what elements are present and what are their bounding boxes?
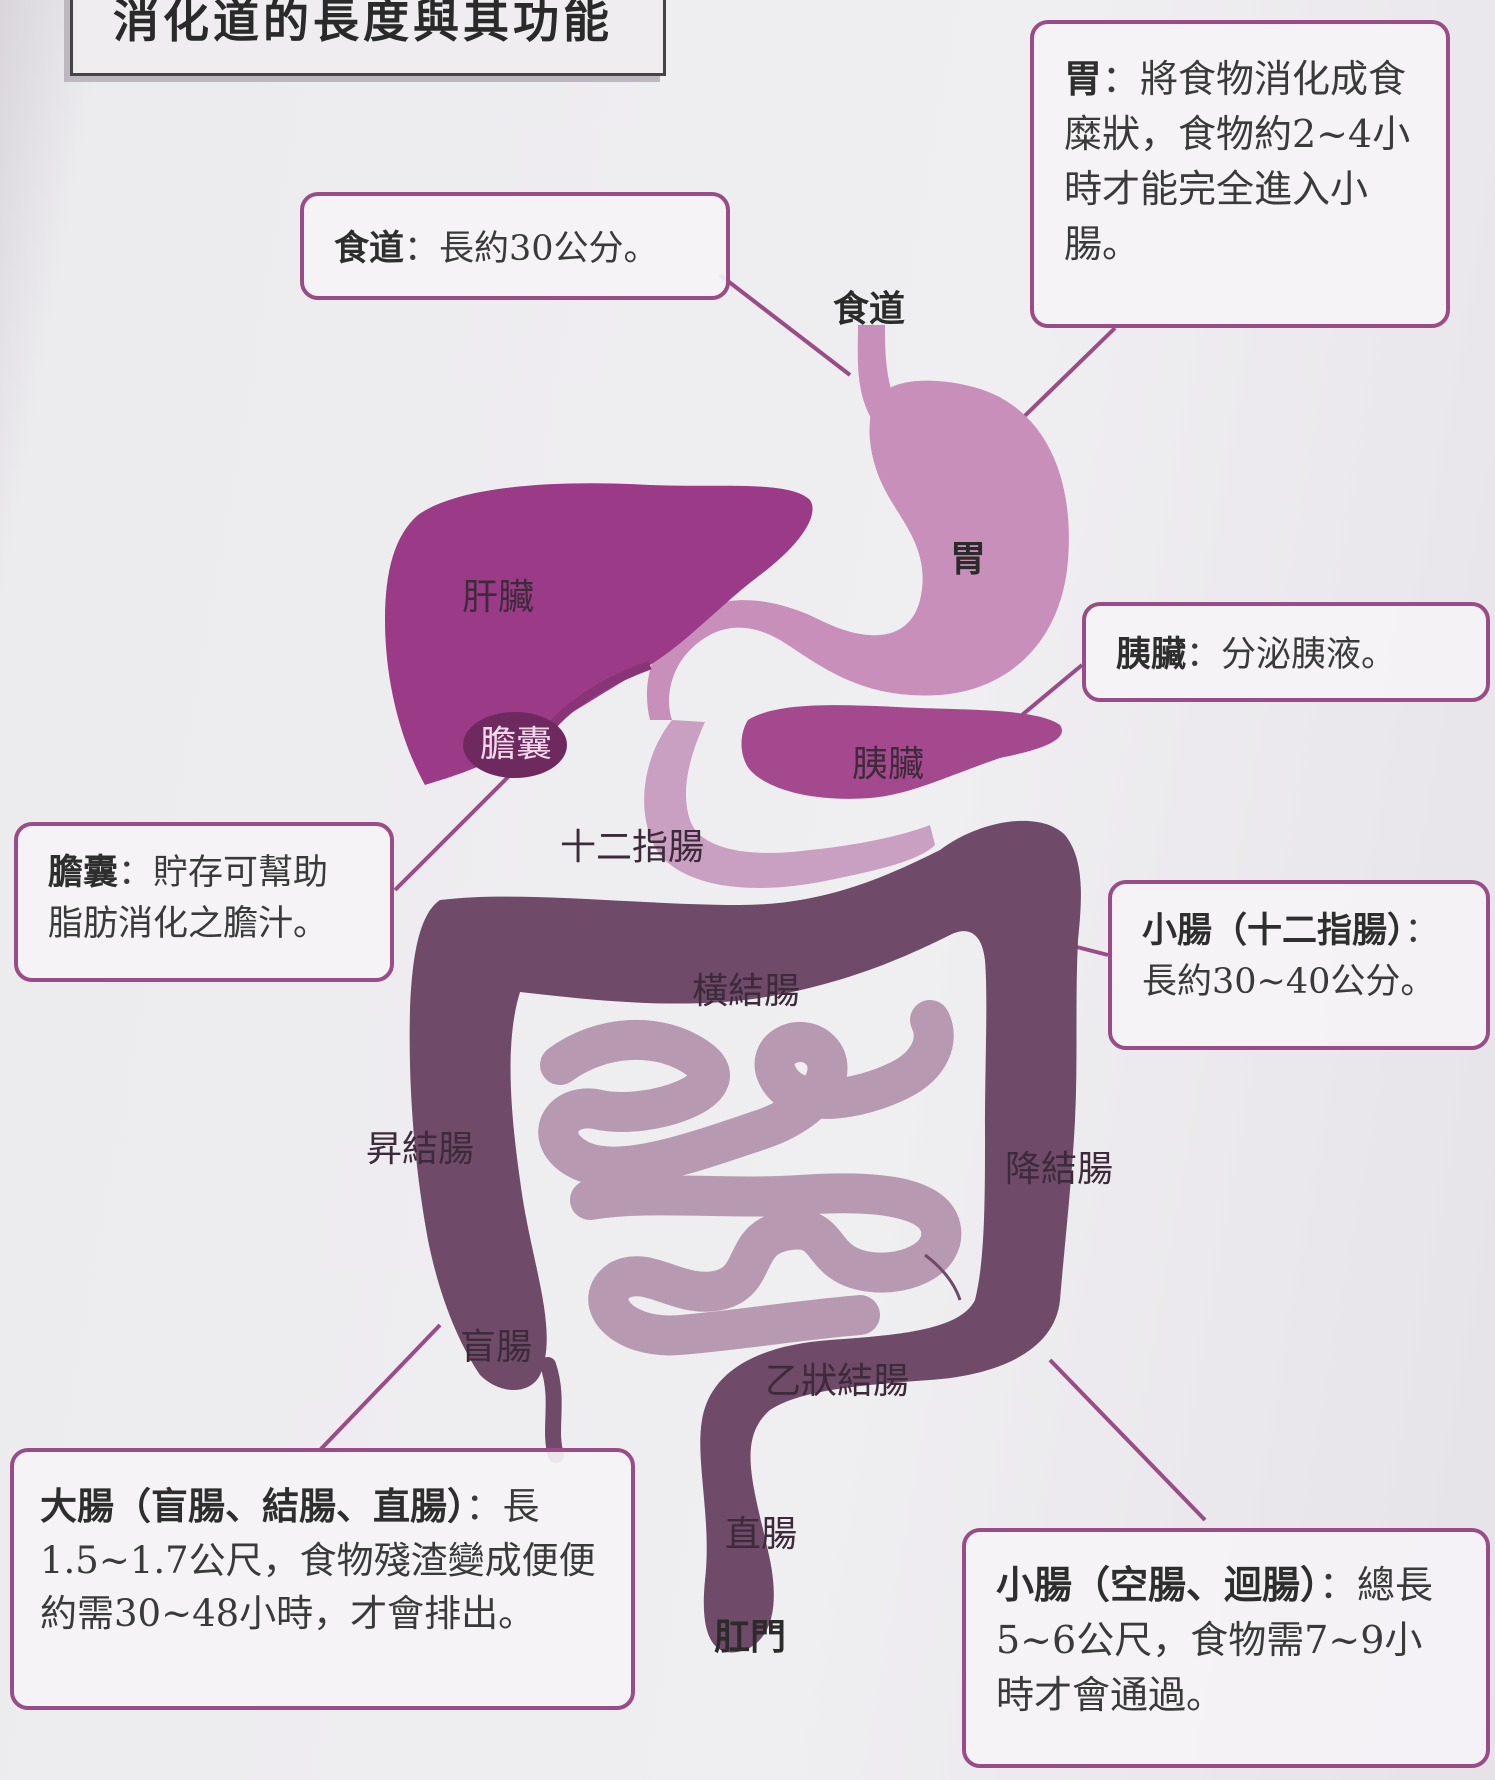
appendix-shape [540,1357,564,1463]
callout-pancreas: 胰臟：分泌胰液。 [1082,602,1490,702]
large-intestine-connector-line [318,1323,442,1452]
callout-large-intestine: 大腸（盲腸、結腸、直腸）：長1.5~1.7公尺，食物殘渣變成便便約需30~48小… [10,1448,635,1710]
callout-esophagus-term: 食道 [334,229,405,269]
callout-small-intestine-term: 小腸（空腸、迴腸） [996,1563,1320,1607]
label-cecum: 盲腸 [460,1327,533,1368]
gallbladder-connector-line [393,773,512,892]
label-stomach: 胃 [950,539,987,580]
callout-pancreas-text: ：分泌胰液。 [1186,635,1397,675]
small-intestine-coils [538,1000,962,1356]
large-intestine-shape [409,820,1081,1653]
title-box: 消化道的長度與其功能 [70,0,666,76]
label-esophagus: 食道 [833,289,906,330]
page-title: 消化道的長度與其功能 [113,0,613,48]
liver-shape [385,483,813,785]
label-liver: 肝臟 [462,577,535,618]
label-sigmoid-colon: 乙狀結腸 [765,1361,910,1402]
callout-gallbladder-text: ：貯存可幫助脂肪消化之膽汁。 [48,853,329,944]
gallbladder-shape [463,712,567,778]
label-duodenum: 十二指腸 [560,827,705,868]
small-intestine-detail-line [924,1253,962,1301]
label-ascending-colon: 昇結腸 [366,1129,475,1170]
label-descending-colon: 降結腸 [1005,1149,1114,1190]
callout-duodenum-text: ：長約30~40公分。 [1142,911,1440,1002]
pancreas-shape [741,705,1062,799]
label-anus: 肛門 [714,1617,787,1658]
callout-small-intestine-text: ：總長5~6公尺，食物需7~9小時才會通過。 [996,1563,1434,1718]
callout-gallbladder: 膽囊：貯存可幫助脂肪消化之膽汁。 [14,822,394,982]
label-transverse-colon: 橫結腸 [692,971,801,1012]
callout-duodenum: 小腸（十二指腸）：長約30~40公分。 [1108,880,1490,1050]
callout-stomach: 胃：將食物消化成食糜狀，食物約2~4小時才能完全進入小腸。 [1030,20,1450,328]
callout-gallbladder-term: 膽囊 [48,853,119,893]
callout-pancreas-term: 胰臟 [1116,635,1187,675]
callout-esophagus-text: ：長約30公分。 [404,229,659,269]
label-pancreas: 胰臟 [852,744,925,785]
duodenum-shape [644,720,935,888]
callout-stomach-text: ：將食物消化成食糜狀，食物約2~4小時才能完全進入小腸。 [1064,57,1411,267]
callout-stomach-term: 胃 [1064,57,1103,101]
small-intestine-connector-line [1048,1358,1207,1522]
callout-large-intestine-text: ：長1.5~1.7公尺，食物殘渣變成便便約需30~48小時，才會排出。 [40,1485,596,1636]
callout-duodenum-term: 小腸（十二指腸） [1142,911,1405,951]
esophagus-connector-line [718,273,852,377]
label-rectum: 直腸 [725,1514,798,1555]
callout-esophagus: 食道：長約30公分。 [300,192,730,300]
label-gallbladder: 膽囊 [480,724,553,765]
callout-large-intestine-term: 大腸（盲腸、結腸、直腸） [40,1485,466,1528]
callout-small-intestine: 小腸（空腸、迴腸）：總長5~6公尺，食物需7~9小時才會通過。 [962,1528,1490,1768]
stomach-shape [646,380,1069,720]
